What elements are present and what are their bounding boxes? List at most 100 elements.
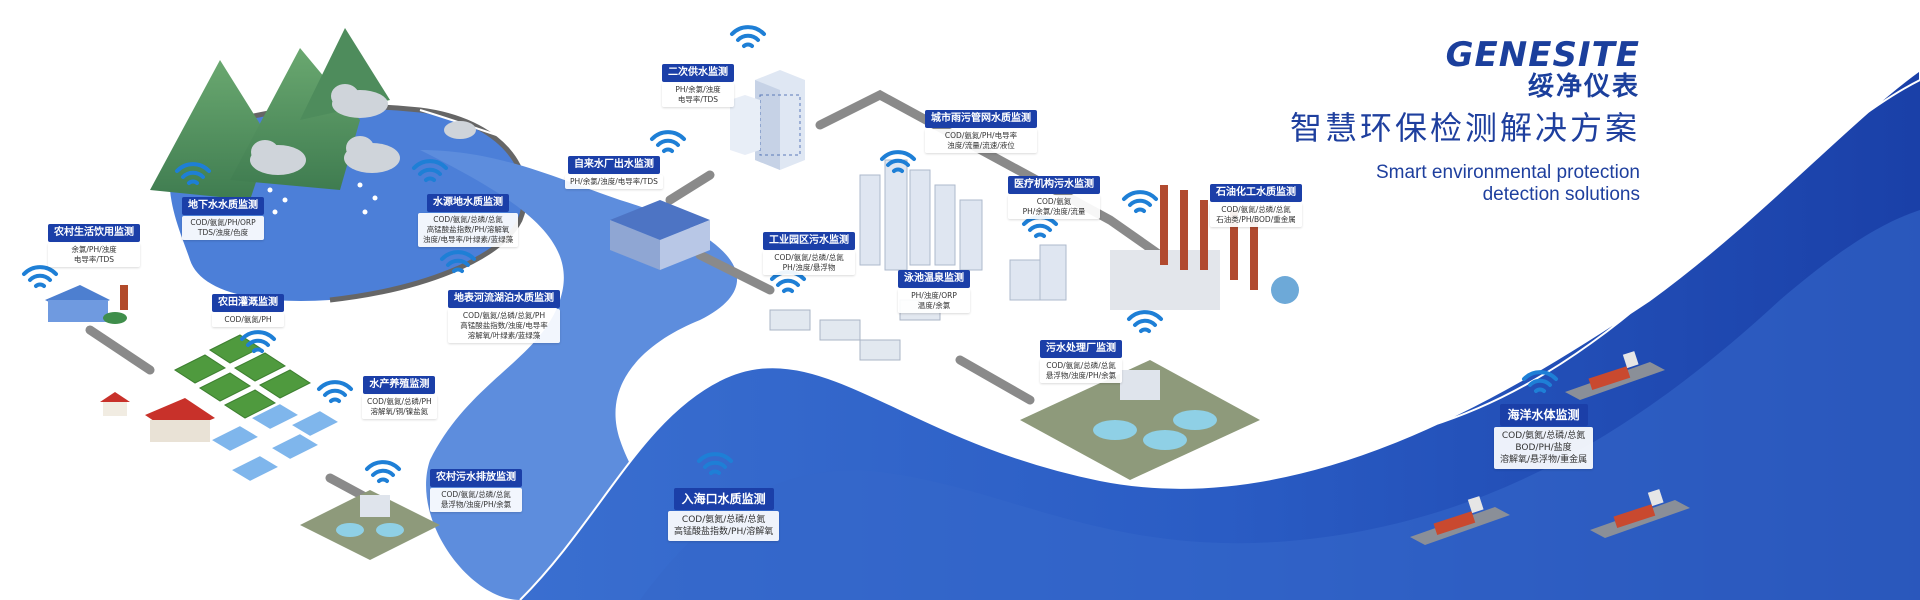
station-param-line: PH/浊度/ORP: [911, 291, 957, 300]
station-param-line: COD/氨氮: [1036, 197, 1072, 206]
brand-logo-en: GENESITE: [1445, 35, 1640, 75]
station-params: PH/余氯/浊度电导率/TDS: [662, 83, 734, 107]
headline-subtitle-line1: Smart environmental protection: [1375, 162, 1640, 183]
ship-3: [1590, 489, 1690, 538]
station-params: COD/氨氮/PH: [212, 313, 284, 327]
station-param-line: COD/氨氮/PH: [224, 315, 272, 324]
station-param-line: 悬浮物/浊度/PH/余氯: [1045, 371, 1117, 380]
farm-fields: [173, 334, 312, 419]
station-title: 工业园区污水监测: [763, 232, 855, 250]
station-param-line: PH/余氯/浊度: [675, 85, 721, 94]
aquaculture-ponds: [207, 401, 343, 484]
station-title: 水源地水质监测: [427, 194, 510, 212]
station-param-line: 电导率/TDS: [73, 255, 115, 264]
rain-drops: [267, 182, 378, 215]
station-secondary-supply: 二次供水监测 PH/余氯/浊度电导率/TDS: [662, 60, 734, 107]
tap-water-plant: [610, 200, 710, 270]
wifi-icon: [22, 265, 58, 288]
station-title: 城市雨污管网水质监测: [925, 110, 1037, 128]
station-sewage-plant: 污水处理厂监测 COD/氨氮/总磷/总氮悬浮物/浊度/PH/余氯: [1040, 336, 1122, 383]
station-tap-water-plant: 自来水厂出水监测 PH/余氯/浊度/电导率/TDS: [565, 152, 663, 189]
station-title: 水产养殖监测: [363, 376, 436, 394]
station-param-line: COD/氨氮/总磷/总氮: [1221, 205, 1291, 214]
station-params: COD/氨氮/总磷/总氮悬浮物/浊度/PH/余氯: [1040, 359, 1122, 383]
rural-water-station: [45, 285, 128, 324]
station-city-pipe: 城市雨污管网水质监测 COD/氨氮/PH/电导率浊度/流量/流速/液位: [925, 106, 1037, 153]
station-farmland: 农田灌溉监测 COD/氨氮/PH: [212, 290, 284, 327]
station-param-line: 高锰酸盐指数/PH/溶解氧: [674, 527, 774, 537]
station-param-line: COD/氨氮/总磷/总氮: [774, 253, 844, 262]
station-params: COD/氨氮/总磷/总氮高锰酸盐指数/PH/溶解氧浊度/电导率/叶绿素/蓝绿藻: [418, 213, 519, 247]
station-param-line: PH/余氯/浊度/流量: [1022, 207, 1086, 216]
station-param-line: COD/氨氮/总磷/总氮/PH: [462, 311, 546, 320]
cloud-1: [250, 84, 476, 175]
station-source-water: 水源地水质监测 COD/氨氮/总磷/总氮高锰酸盐指数/PH/溶解氧浊度/电导率/…: [418, 190, 519, 247]
rural-sewage-plant: [300, 490, 440, 560]
station-param-line: COD/氨氮/总磷/总氮: [681, 515, 766, 525]
wifi-icon: [1022, 215, 1058, 238]
wifi-icon: [317, 380, 353, 403]
station-param-line: 电导率/TDS: [677, 95, 719, 104]
brand-logo-cn: 绥净仪表: [1527, 72, 1640, 102]
station-petrochemical: 石油化工水质监测 COD/氨氮/总磷/总氮石油类/PH/BOD/重金属: [1210, 180, 1302, 227]
station-param-line: COD/氨氮/总磷/PH: [367, 397, 432, 406]
station-title: 农村污水排放监测: [430, 469, 522, 487]
station-title: 污水处理厂监测: [1040, 340, 1122, 358]
station-params: 余氯/PH/浊度电导率/TDS: [48, 243, 140, 267]
station-param-line: PH/余氯/浊度/电导率/TDS: [570, 177, 658, 186]
wifi-icon: [1127, 310, 1163, 333]
city-buildings: [859, 159, 1067, 301]
station-title: 地下水水质监测: [182, 197, 264, 215]
station-title: 入海口水质监测: [673, 488, 774, 510]
station-params: PH/余氯/浊度/电导率/TDS: [565, 175, 663, 189]
ship-1: [1565, 351, 1665, 400]
station-param-line: 高锰酸盐指数/PH/溶解氧: [426, 225, 510, 234]
station-param-line: 悬浮物/浊度/PH/余氯: [440, 500, 512, 509]
wifi-icon: [650, 130, 686, 153]
headline-subtitle-line2: detection solutions: [1482, 184, 1640, 205]
station-rural-drink: 农村生活饮用监测 余氯/PH/浊度电导率/TDS: [48, 220, 140, 267]
station-param-line: 高锰酸盐指数/浊度/电导率: [460, 321, 548, 330]
station-param-line: 浊度/流量/流速/液位: [947, 141, 1015, 150]
station-title: 泳池温泉监测: [898, 270, 970, 288]
station-param-line: COD/氨氮/总磷/总氮: [1501, 431, 1586, 441]
station-estuary: 入海口水质监测 COD/氨氮/总磷/总氮高锰酸盐指数/PH/溶解氧: [668, 488, 780, 541]
station-param-line: COD/氨氮/总磷/总氮: [441, 490, 511, 499]
station-param-line: 石油类/PH/BOD/重金属: [1216, 215, 1296, 224]
industrial-park: [769, 299, 941, 361]
station-param-line: 浊度/电导率/叶绿素/蓝绿藻: [423, 235, 514, 244]
wifi-icon: [730, 25, 766, 48]
station-param-line: PH/浊度/悬浮物: [782, 263, 836, 272]
station-params: COD/氨氮/PH/电导率浊度/流量/流速/液位: [925, 129, 1037, 153]
farmhouse: [100, 392, 215, 442]
station-param-line: 余氯/PH/浊度: [71, 245, 117, 254]
station-params: COD/氨氮/总磷/总氮石油类/PH/BOD/重金属: [1210, 203, 1302, 227]
station-param-line: 温度/余氯: [917, 301, 951, 310]
station-title: 自来水厂出水监测: [567, 156, 660, 174]
brand-logo: GENESITE 绥净仪表: [1446, 38, 1640, 102]
station-param-line: 溶解氧/叶绿素/蓝绿藻: [467, 331, 541, 340]
station-title: 农田灌溉监测: [212, 294, 284, 312]
station-title: 二次供水监测: [662, 64, 734, 82]
wifi-icon: [365, 460, 401, 483]
station-param-line: COD/氨氮/总磷/总氮: [433, 215, 503, 224]
station-param-line: COD/氨氮/总磷/总氮: [1046, 361, 1116, 370]
station-param-line: COD/氨氮/PH/ORP: [190, 218, 256, 227]
ship-2: [1410, 496, 1510, 545]
station-params: COD/氨氮/总磷/总氮悬浮物/浊度/PH/余氯: [430, 488, 522, 512]
petrochemical-plant: [1110, 185, 1299, 310]
station-params: COD/氨氮/总磷/总氮高锰酸盐指数/PH/溶解氧: [668, 511, 780, 541]
sewage-plant: [1020, 360, 1260, 480]
